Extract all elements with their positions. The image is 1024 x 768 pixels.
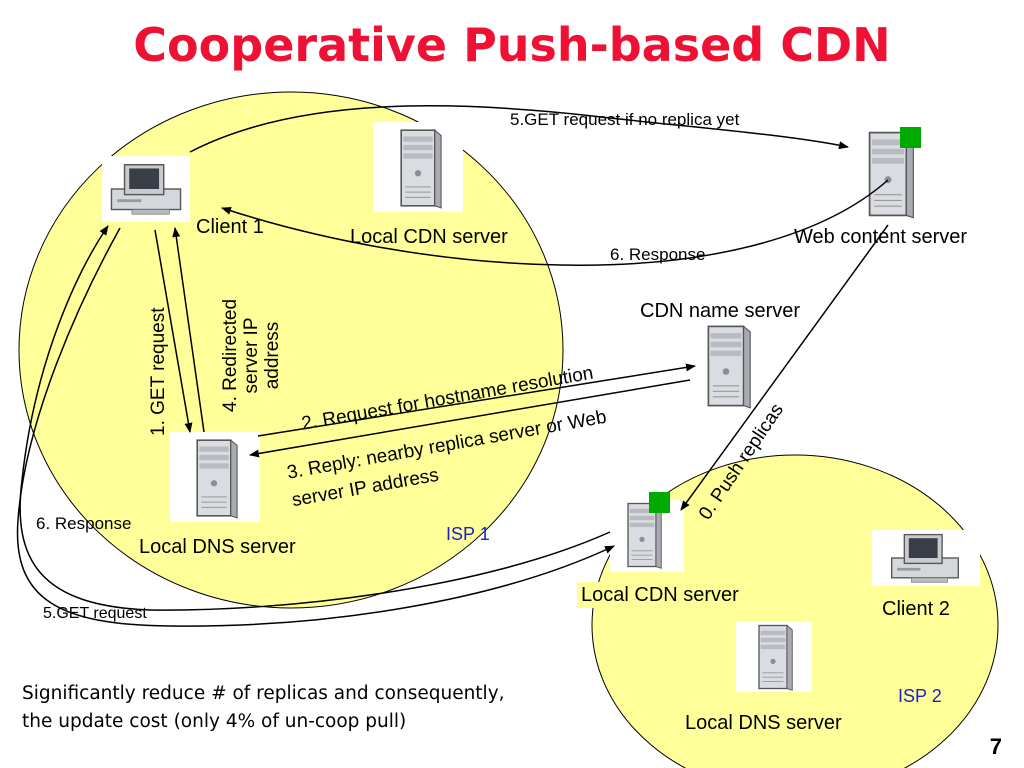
- local-cdn-server-1-icon: [373, 122, 463, 212]
- page-number: 7: [989, 734, 1002, 759]
- slide-title: Cooperative Push-based CDN: [133, 18, 891, 72]
- step5-bottom-label: 5.GET request: [43, 605, 147, 622]
- arrow-step5-get-request-top: [189, 105, 849, 153]
- web-content-server-label: Web content server: [794, 226, 968, 248]
- client2-label: Client 2: [882, 598, 950, 620]
- client2-pc-icon: [872, 530, 980, 586]
- step6-left-label: 6. Response: [36, 514, 132, 533]
- local-dns-server-1-icon: [170, 432, 260, 522]
- summary-note: Significantly reduce # of replicas and c…: [22, 683, 505, 732]
- cdn-name-server-icon: [707, 325, 752, 409]
- step5-top-label: 5.GET request if no replica yet: [510, 110, 740, 129]
- arrow-step2-request-hostname: [257, 363, 696, 437]
- step1-label: 1. GET request: [148, 307, 169, 437]
- replica-marker-web: [900, 127, 921, 148]
- local-cdn-server-1-label: Local CDN server: [350, 226, 508, 248]
- web-content-server-icon: [868, 127, 921, 219]
- arrow-step1-get-request: [154, 229, 193, 433]
- arrow-step4-redirected: [172, 227, 205, 433]
- step4-label: 4. Redirected server IP address: [220, 298, 283, 412]
- local-dns-server-1-label: Local DNS server: [139, 536, 296, 558]
- arrow-step6-response-left: [19, 225, 611, 611]
- local-dns-server-2-icon: [736, 622, 812, 692]
- cdn-name-server-label: CDN name server: [640, 300, 801, 322]
- isp1-label: ISP 1: [446, 524, 490, 544]
- arrow-step3-reply: [249, 379, 691, 458]
- local-dns-server-2-label: Local DNS server: [685, 712, 842, 734]
- arrow-step0-push-replicas: [680, 224, 889, 511]
- client1-pc-icon: [102, 156, 190, 222]
- isp2-label: ISP 2: [898, 686, 942, 706]
- step6-top-label: 6. Response: [610, 245, 706, 264]
- replica-marker-local-cdn-2: [649, 492, 670, 513]
- arrow-step5-get-request-bottom: [16, 227, 615, 627]
- client1-label: Client 1: [196, 216, 264, 238]
- local-cdn-server-2-icon: [610, 492, 684, 572]
- local-cdn-server-2-label: Local CDN server: [577, 582, 743, 608]
- arrow-step6-response-top: [221, 179, 889, 266]
